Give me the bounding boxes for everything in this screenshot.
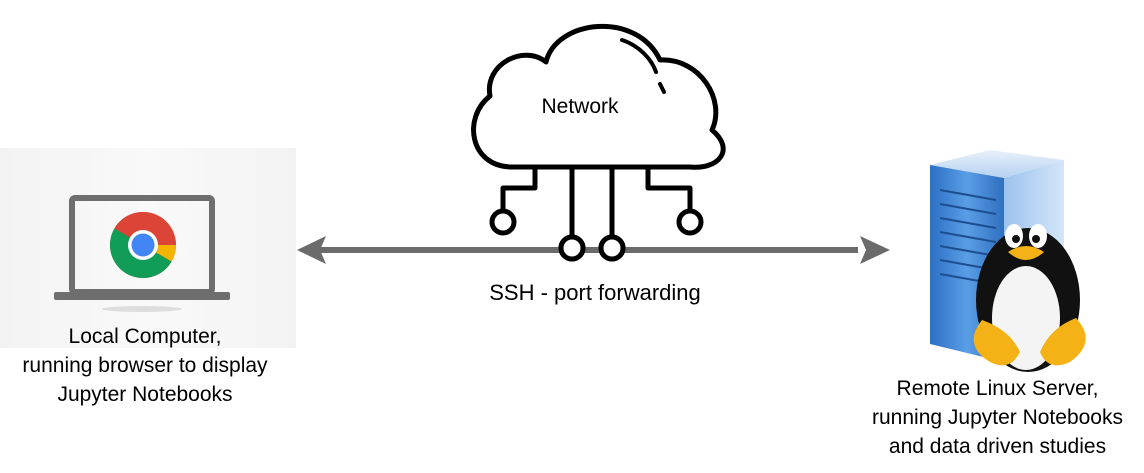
double-arrow-icon — [297, 236, 890, 264]
arrow-head-right — [860, 236, 890, 264]
ssh-port-forwarding-label: SSH - port forwarding — [489, 280, 701, 305]
cloud-link-4 — [645, 164, 693, 213]
laptop-base — [54, 292, 230, 300]
laptop-chrome-icon — [0, 148, 296, 348]
remote-server-label: Remote Linux Server, running Jupyter Not… — [872, 377, 1123, 458]
cloud-node-overlay — [558, 234, 626, 262]
cloud-outline — [471, 24, 726, 170]
cloud-shine-arc — [620, 38, 658, 74]
cloud-network-icon — [471, 24, 726, 262]
network-label: Network — [541, 95, 619, 118]
arrow-shaft — [318, 247, 858, 253]
laptop-shadow — [102, 306, 182, 312]
server-top — [930, 150, 1064, 178]
cloud-shine-dot — [658, 82, 666, 94]
linux-server-icon — [930, 150, 1086, 372]
cloud-node-4 — [676, 208, 704, 236]
chrome-icon — [109, 211, 177, 279]
cloud-node-1 — [489, 208, 517, 236]
tux-penguin-icon — [973, 224, 1086, 372]
cloud-link-1 — [500, 164, 538, 213]
arrow-head-left — [297, 236, 326, 264]
local-computer-label: Local Computer, running browser to displ… — [22, 325, 268, 406]
